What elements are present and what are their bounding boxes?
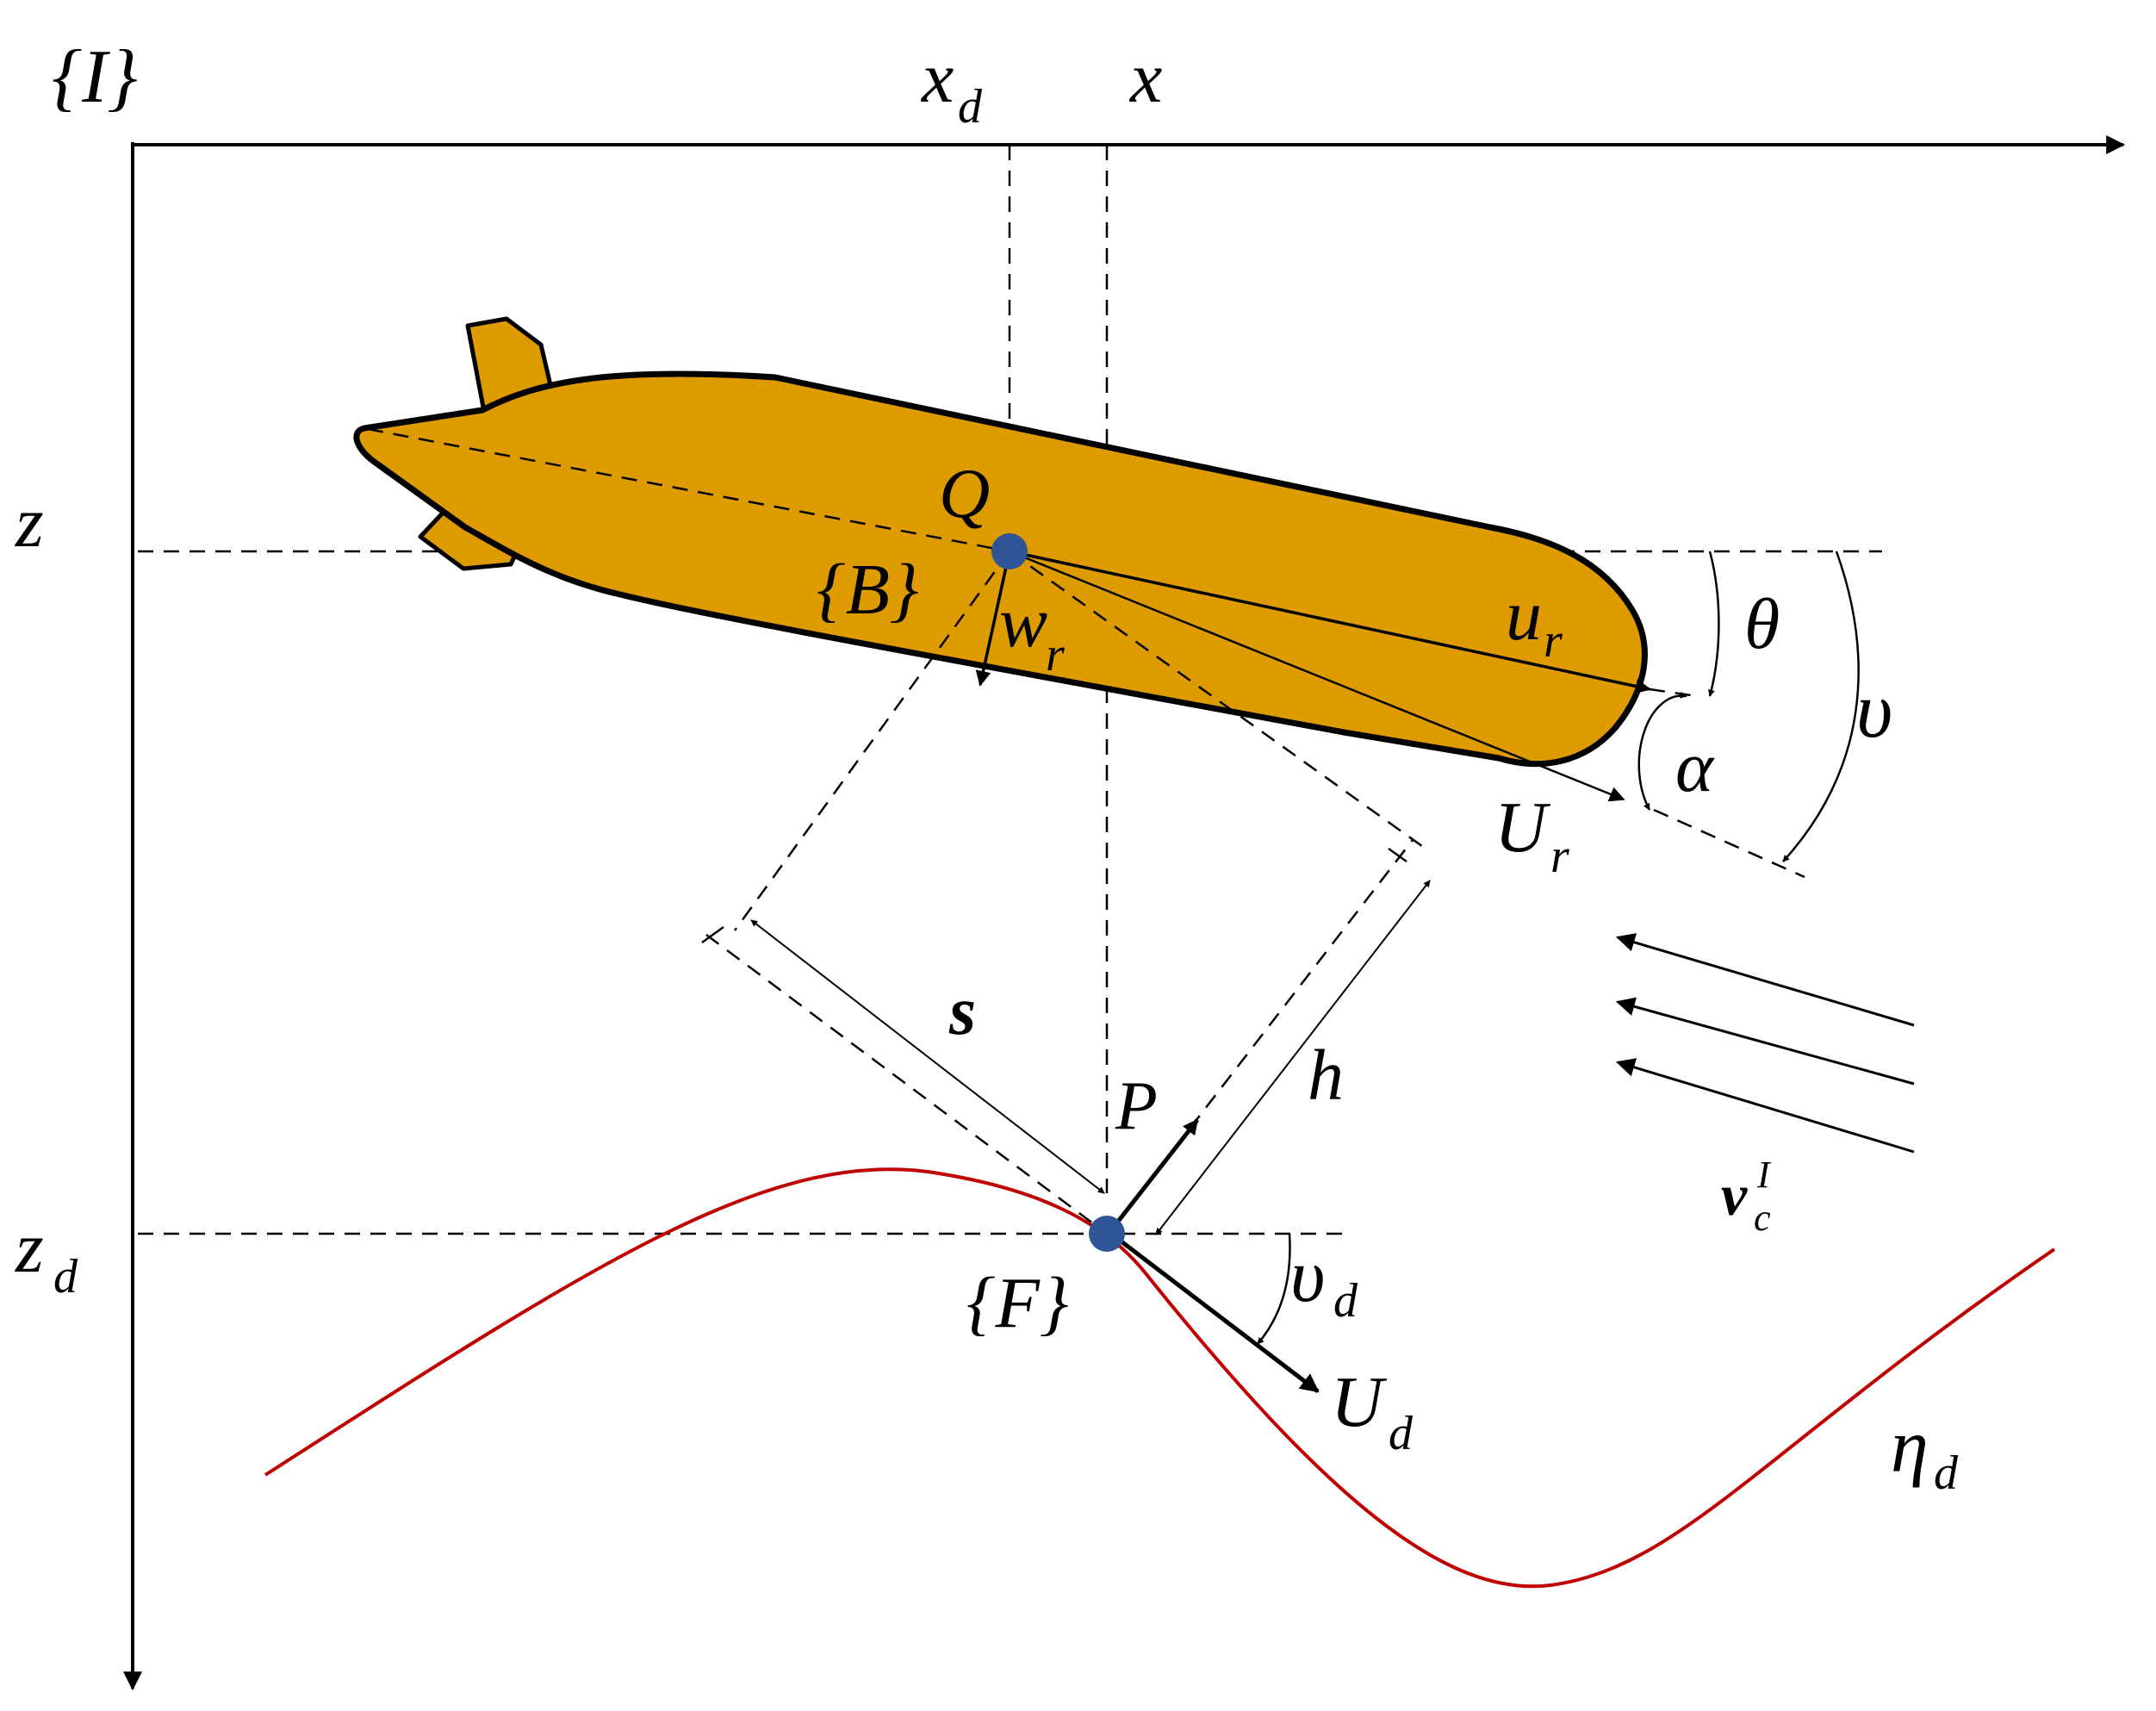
v-c-sub: c xyxy=(1754,1197,1771,1239)
current-arrow-1 xyxy=(1615,933,1915,1027)
h-tick xyxy=(1388,847,1407,863)
point-Q-label: Q xyxy=(939,454,990,532)
u-r-sub: r xyxy=(1544,614,1563,668)
z-d-label: z xyxy=(15,1208,44,1288)
upsilon-arc xyxy=(1782,551,1860,862)
eta-d-label: η xyxy=(1891,1405,1929,1489)
inertial-axes xyxy=(123,135,2126,1691)
upsilon-label: υ xyxy=(1856,666,1892,754)
vehicle xyxy=(353,316,1648,768)
U-r-sub: r xyxy=(1550,830,1569,883)
s-base-line xyxy=(705,933,1108,1235)
flow-extension xyxy=(1653,808,1805,879)
point-Q xyxy=(991,533,1028,569)
point-F xyxy=(1089,1216,1125,1252)
w-r-label: w xyxy=(999,582,1047,663)
w-r-sub: r xyxy=(1046,628,1065,681)
labels: {I} {B} {F} x d x z z d Q P u r w r U r … xyxy=(15,35,1959,1500)
eta-d-sub: d xyxy=(1934,1447,1959,1500)
x-d-label: x xyxy=(920,38,954,118)
vehicle-hull xyxy=(353,370,1648,768)
s-label: s xyxy=(948,974,976,1049)
z-label: z xyxy=(15,482,44,563)
desired-path-curve xyxy=(264,1167,2056,1589)
velocity-vectors xyxy=(975,550,1915,1393)
diagonal-to-h xyxy=(1009,550,1426,850)
U-r-vector xyxy=(1009,550,1625,802)
u-r-vector xyxy=(1009,550,1651,694)
hull-axis-line xyxy=(367,427,1010,553)
u-r-label: u xyxy=(1506,576,1542,656)
v-c-label: v xyxy=(1721,1162,1748,1228)
frame-B-label: {B} xyxy=(817,550,919,630)
s-tick xyxy=(701,925,724,944)
alpha-label: α xyxy=(1675,727,1715,807)
U-d-sub: d xyxy=(1389,1407,1414,1460)
current-arrow-3 xyxy=(1615,1058,1915,1154)
upsilon-d-label: υ xyxy=(1290,1235,1325,1318)
upsilon-d-sub: d xyxy=(1333,1274,1358,1328)
current-arrow-2 xyxy=(1615,997,1915,1086)
measurement-arrows xyxy=(701,847,1431,1235)
x-label: x xyxy=(1128,38,1162,118)
theta-label: θ xyxy=(1744,584,1780,664)
frame-F-label: {F} xyxy=(966,1263,1069,1343)
U-r-label: U xyxy=(1494,787,1551,868)
frame-I-label: {I} xyxy=(52,35,138,119)
U-d-label: U xyxy=(1331,1362,1388,1442)
upsilon-d-arc xyxy=(1257,1233,1291,1345)
heading-extension xyxy=(1649,688,1698,698)
point-P-label: P xyxy=(1115,1068,1158,1144)
x-d-sub: d xyxy=(958,80,983,134)
v-c-sup: I xyxy=(1756,1154,1772,1196)
s-dimension xyxy=(750,919,1105,1194)
h-dimension xyxy=(1155,880,1431,1235)
angle-arcs xyxy=(1257,551,1860,1345)
P-vector xyxy=(1109,1118,1199,1232)
theta-arc xyxy=(1708,551,1720,697)
z-d-sub: d xyxy=(53,1250,78,1303)
alpha-arc xyxy=(1637,691,1687,811)
w-r-vector xyxy=(975,551,1011,687)
normal-to-path xyxy=(733,551,1011,931)
U-d-vector xyxy=(1109,1232,1320,1393)
h-label: h xyxy=(1308,1036,1344,1116)
